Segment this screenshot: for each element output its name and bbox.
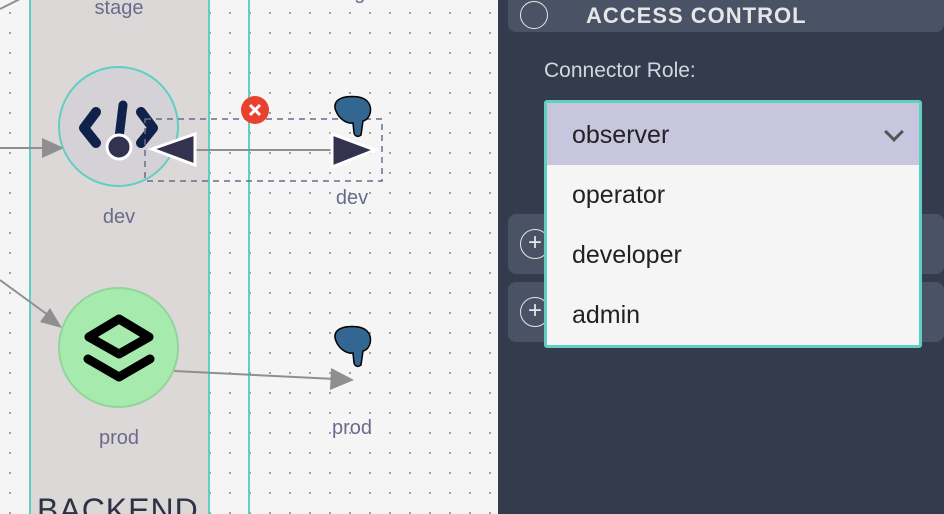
properties-panel: ACCESS CONTROL Connector Role: + + obser… <box>498 0 944 514</box>
connector-role-select[interactable]: observer operator developer admin <box>544 100 922 348</box>
edge-prod-to-db <box>173 370 336 380</box>
arrow-head <box>330 368 354 390</box>
lane-title: BACKEND <box>37 492 199 514</box>
option-label: observer <box>572 121 670 149</box>
postgresql-icon <box>334 325 372 368</box>
section-access-control[interactable]: ACCESS CONTROL <box>508 0 944 32</box>
option-operator[interactable]: operator <box>572 181 666 209</box>
edge-handle-start <box>147 131 197 168</box>
chevron-down-icon[interactable] <box>884 122 904 142</box>
edge-to-prod <box>0 279 49 316</box>
node-label-dev: dev <box>102 206 136 228</box>
node-dev[interactable] <box>58 66 179 187</box>
section-title: ACCESS CONTROL <box>586 3 807 28</box>
option-admin[interactable]: admin <box>572 301 641 329</box>
target-label-dev: dev <box>335 187 369 209</box>
arrow-head <box>40 308 62 328</box>
close-circle-icon[interactable] <box>241 96 269 124</box>
postgresql-icon <box>334 95 372 138</box>
lane-divider <box>248 0 250 514</box>
connector-role-label: Connector Role: <box>544 59 696 82</box>
edges <box>0 0 354 390</box>
selection-box <box>144 118 383 182</box>
option-observer[interactable]: observer <box>547 103 919 165</box>
collapse-icon[interactable] <box>520 1 548 29</box>
node-label-stage: stage <box>94 0 144 19</box>
node-label-prod: prod <box>98 427 140 449</box>
layers-icon <box>83 314 155 382</box>
option-developer[interactable]: developer <box>572 241 682 269</box>
edge-handle-end <box>330 131 380 170</box>
connection-port <box>105 133 133 161</box>
node-prod[interactable] <box>58 287 179 408</box>
selected-edge[interactable] <box>0 0 498 514</box>
target-label-stage: stage <box>302 0 402 5</box>
diagram-canvas[interactable]: stage stage dev prod <box>0 0 498 514</box>
arrow-head <box>42 138 64 158</box>
target-label-prod: prod <box>331 417 373 439</box>
